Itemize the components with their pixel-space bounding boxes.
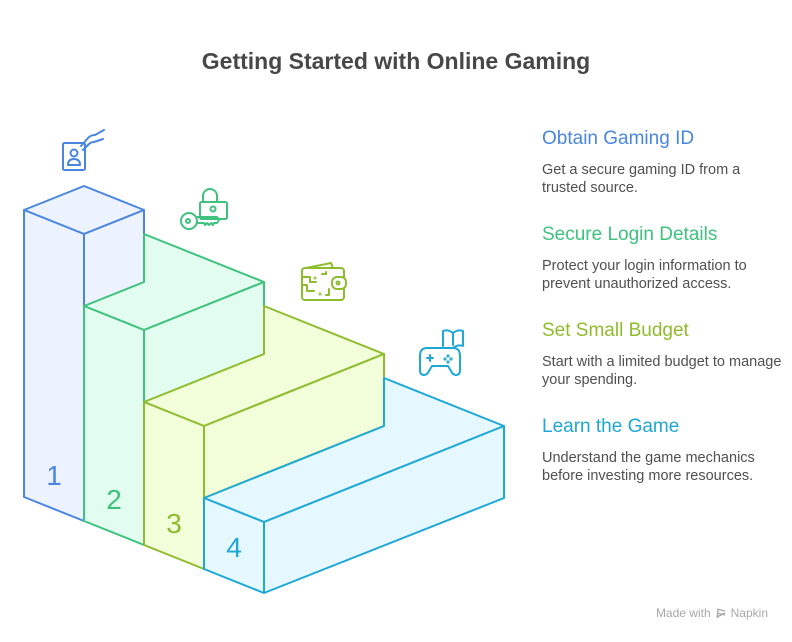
step-block-3 (143, 305, 385, 570)
step-number-3: 3 (166, 508, 182, 539)
made-with-label: Made with (655, 606, 711, 620)
id-card-hand-icon (62, 129, 105, 171)
step-item-1: Obtain Gaming ID Get a secure gaming ID … (542, 127, 782, 197)
digital-wallet-icon (301, 262, 347, 301)
step-block-4-side (263, 425, 505, 594)
step-description: Start with a limited budget to manage yo… (542, 354, 782, 388)
diagram-title: Getting Started with Online Gaming (201, 48, 591, 74)
step-description: Protect your login information to preven… (542, 258, 747, 292)
gamepad-book-icon (419, 329, 464, 376)
step-number-2: 2 (106, 484, 122, 515)
step-item-2: Secure Login Details Protect your login … (542, 223, 782, 293)
step-description: Understand the game mechanics before inv… (542, 450, 755, 484)
step-item-3: Set Small Budget Start with a limited bu… (542, 319, 782, 389)
step-block-3-front (143, 401, 205, 570)
step-block-4 (203, 377, 505, 594)
napkin-watermark[interactable]: Made with Napkin (656, 606, 768, 620)
key-lock-icon (180, 188, 228, 230)
step-heading: Obtain Gaming ID (542, 128, 695, 149)
step-heading: Learn the Game (542, 416, 680, 437)
step-item-4: Learn the Game Understand the game mecha… (542, 415, 782, 485)
step-heading: Set Small Budget (542, 320, 689, 341)
step-number-1: 1 (46, 460, 62, 491)
step-description: Get a secure gaming ID from a trusted so… (542, 162, 741, 196)
step-number-4: 4 (226, 532, 242, 563)
napkin-brand-label: Napkin (730, 606, 768, 620)
napkin-logo-icon (715, 608, 725, 619)
step-heading: Secure Login Details (542, 224, 718, 245)
